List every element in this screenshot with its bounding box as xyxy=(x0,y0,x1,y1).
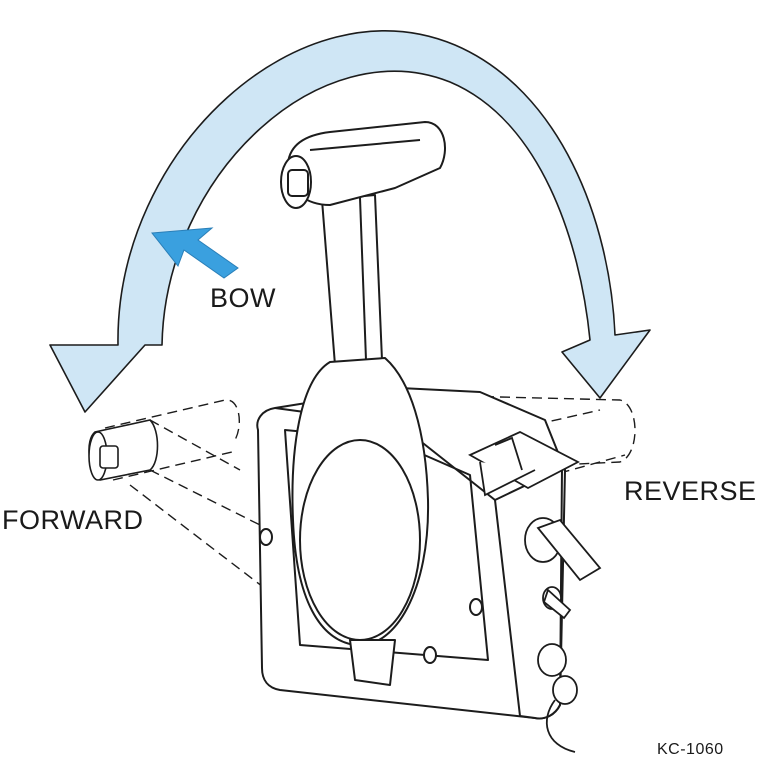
shift-lever xyxy=(291,194,430,686)
shift-range-arc-arrow xyxy=(49,30,651,413)
side-controls xyxy=(524,517,602,753)
lever-handle-grip xyxy=(280,121,446,209)
bow-label: BOW xyxy=(210,283,276,313)
neutral-lock-bracket xyxy=(468,430,580,497)
figure-code-label: KC-1060 xyxy=(657,741,724,758)
forward-label: FORWARD xyxy=(2,505,144,535)
bow-direction-arrow xyxy=(151,227,239,279)
reverse-label: REVERSE xyxy=(624,476,757,506)
forward-handle-grip xyxy=(88,419,159,481)
